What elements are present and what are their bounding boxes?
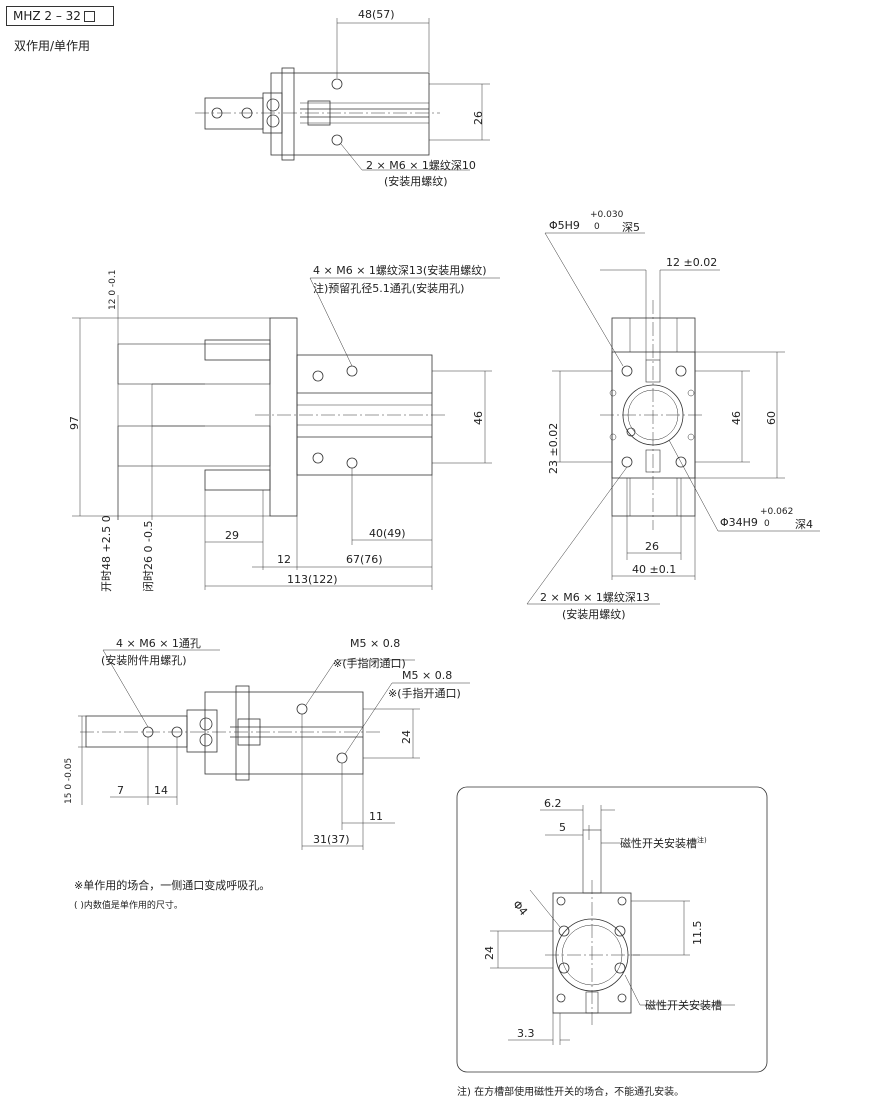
side-dim-23-tol: 23 ±0.02 — [547, 422, 560, 474]
front-dim-12-tol: 12 0 -0.1 — [108, 269, 118, 310]
front-view — [72, 277, 500, 590]
bottom-port2: M5 × 0.8 — [402, 669, 453, 682]
top-note-thread: 2 × M6 × 1螺纹深10 — [366, 159, 476, 172]
side-note-phi5-tol-dn: 0 — [594, 222, 600, 232]
side-view — [526, 232, 820, 605]
front-note-hole: 注)预留孔径5.1通孔(安装用孔) — [313, 282, 465, 295]
side-note-phi5-tol-up: +0.030 — [590, 210, 624, 220]
bottom-dim-7: 7 — [117, 784, 124, 797]
side-note-phi34: Φ34H9 — [720, 516, 758, 529]
bottom-dim-31-37: 31(37) — [313, 833, 350, 846]
front-dim-46: 46 — [472, 411, 485, 425]
switch-dim-5: 5 — [559, 821, 566, 834]
switch-dim-6-2: 6.2 — [544, 797, 562, 810]
switch-slot-label-1-text: 磁性开关安装槽 — [620, 837, 697, 850]
switch-dim-24: 24 — [483, 946, 496, 960]
side-note-phi34-tol-dn: 0 — [764, 519, 770, 529]
front-dim-open: 开时48 +2.5 0 — [100, 515, 113, 592]
side-dim-26: 26 — [645, 540, 659, 553]
front-dim-closed: 闭时26 0 -0.5 — [142, 520, 155, 592]
note-parentheses: ( )内数值是单作用的尺寸。 — [74, 901, 183, 911]
side-note-phi34-depth: 深4 — [795, 518, 813, 531]
model-suffix-box-icon — [83, 10, 95, 22]
side-note-phi5-depth: 深5 — [622, 221, 640, 234]
front-dim-67-76: 67(76) — [346, 553, 383, 566]
top-dim-26: 26 — [472, 111, 485, 125]
bottom-port1: M5 × 0.8 — [350, 637, 401, 650]
front-dim-29: 29 — [225, 529, 239, 542]
switch-slot-label-1: 磁性开关安装槽注) — [620, 835, 707, 851]
bottom-dim-15-tol: 15 0 -0.05 — [64, 757, 74, 804]
switch-slot-label-1-sup: 注) — [697, 836, 707, 845]
subtitle: 双作用/单作用 — [14, 39, 91, 53]
switch-slot-label-2: 磁性开关安装槽 — [645, 999, 722, 1012]
switch-dim-3-3: 3.3 — [517, 1027, 535, 1040]
side-dim-12-tol: 12 ±0.02 — [666, 256, 718, 269]
front-note-thread: 4 × M6 × 1螺纹深13(安装用螺纹) — [313, 264, 487, 277]
front-dim-40-49: 40(49) — [369, 527, 406, 540]
model-label: MHZ 2 – 32 — [13, 9, 81, 23]
side-dim-40-tol: 40 ±0.1 — [632, 563, 677, 576]
top-dim-width: 48(57) — [358, 8, 395, 21]
side-note-thread-sub: (安装用螺纹) — [562, 608, 626, 621]
bottom-port1-sub: ※(手指闭通口) — [333, 657, 406, 670]
bottom-dim-24: 24 — [400, 730, 413, 744]
bottom-note-thread-sub: (安装附件用螺孔) — [101, 654, 187, 667]
side-note-phi5: Φ5H9 — [549, 219, 580, 232]
note-single-acting: ※单作用的场合，一侧通口变成呼吸孔。 — [74, 879, 271, 892]
front-dim-97: 97 — [68, 416, 81, 430]
side-note-phi34-tol-up: +0.062 — [760, 507, 794, 517]
bottom-note-thread: 4 × M6 × 1通孔 — [116, 637, 201, 650]
bottom-port2-sub: ※(手指开通口) — [388, 687, 461, 700]
top-note-thread-sub: (安装用螺纹) — [384, 175, 448, 188]
bottom-dim-14: 14 — [154, 784, 168, 797]
side-note-thread: 2 × M6 × 1螺纹深13 — [540, 591, 650, 604]
top-view — [195, 18, 490, 171]
front-dim-113-122: 113(122) — [287, 573, 338, 586]
switch-dim-11-5: 11.5 — [691, 920, 704, 946]
side-dim-46: 46 — [730, 411, 743, 425]
side-dim-60: 60 — [765, 411, 778, 425]
front-dim-12: 12 — [277, 553, 291, 566]
model-label-box: MHZ 2 – 32 — [6, 6, 114, 26]
switch-detail — [456, 786, 768, 1073]
switch-footnote: 注) 在方槽部使用磁性开关的场合，不能通孔安装。 — [457, 1087, 685, 1098]
bottom-view — [78, 649, 470, 850]
bottom-dim-11: 11 — [369, 810, 383, 823]
